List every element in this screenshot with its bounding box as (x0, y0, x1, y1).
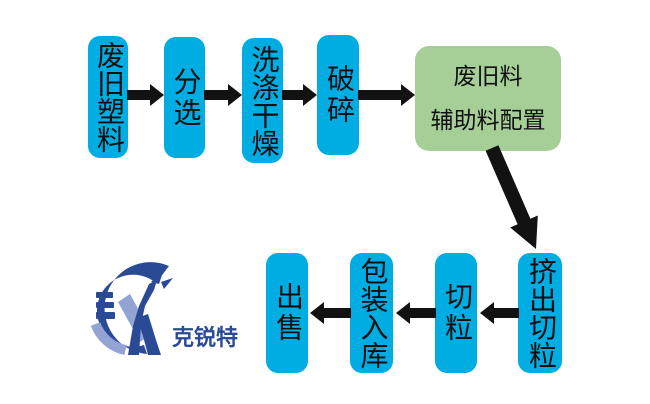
step-washing-drying-label: 洗涤干燥 (247, 44, 279, 157)
logo-figure-mane (151, 272, 163, 284)
logo-bar (96, 292, 113, 298)
step-sale-label: 出售 (272, 282, 303, 344)
step-material-config: 废旧料 辅助料配置 (415, 46, 561, 151)
arrow-left-icon (310, 302, 351, 324)
logo-figure-mane (161, 278, 173, 289)
step-crushing: 破碎 (317, 35, 359, 155)
step-sorting: 分选 (164, 37, 205, 158)
logo-bar (96, 302, 114, 308)
arrow-diagonal-icon (485, 145, 538, 249)
logo-bar (96, 312, 115, 319)
step-packaging-warehousing-label: 包装入库 (356, 257, 388, 369)
step-material-config-line2: 辅助料配置 (430, 107, 546, 133)
brand-name: 克锐特 (172, 325, 239, 350)
arrow-right-icon (127, 84, 164, 106)
step-pelletizing-label: 切粒 (441, 282, 472, 344)
step-crushing-label: 破碎 (323, 64, 354, 126)
logo-crescent (97, 262, 169, 354)
step-waste-plastic: 废旧塑料 (88, 36, 128, 158)
step-waste-plastic-label: 废旧塑料 (93, 41, 124, 153)
logo-crescent-highlight (90, 322, 127, 355)
step-washing-drying: 洗涤干燥 (242, 38, 283, 163)
arrow-right-icon (204, 84, 242, 106)
brand-logo-icon (90, 262, 173, 355)
step-sorting-label: 分选 (169, 66, 201, 129)
arrow-right-icon (358, 84, 415, 106)
arrow-right-icon (282, 84, 317, 106)
arrow-left-icon (480, 302, 519, 324)
step-pelletizing: 切粒 (435, 253, 477, 373)
step-extrusion-pelletizing-label: 挤出切粒 (525, 257, 556, 369)
logo-figure-body (128, 280, 157, 355)
step-extrusion-pelletizing: 挤出切粒 (518, 253, 562, 373)
arrow-left-icon (396, 302, 436, 324)
step-packaging-warehousing: 包装入库 (350, 253, 393, 373)
logo-figure-leg (137, 314, 161, 355)
step-sale: 出售 (266, 253, 308, 373)
step-material-config-line1: 废旧料 (453, 63, 523, 89)
